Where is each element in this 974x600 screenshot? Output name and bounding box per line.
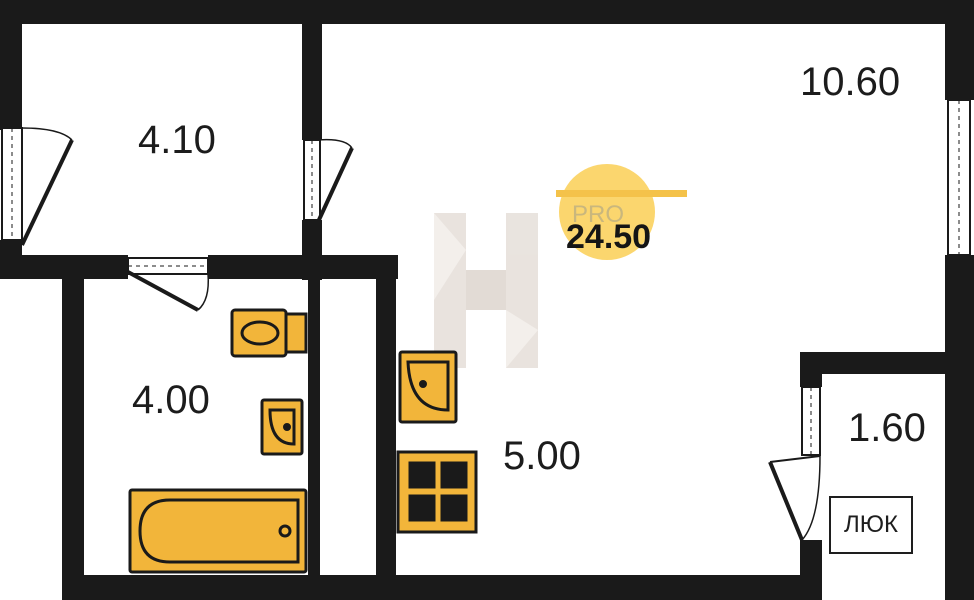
bathtub-icon: [128, 488, 308, 574]
door-icon: [1, 127, 821, 541]
total-area-badge: [559, 164, 655, 260]
toilet-icon: [230, 308, 308, 358]
sink-icon: [398, 350, 458, 424]
hatch-label: ЛЮК: [829, 496, 913, 554]
hall-area-label: 4.10: [138, 118, 216, 162]
total-area-badge-bar: [556, 190, 687, 197]
bathroom-area-label: 4.00: [132, 378, 210, 422]
main-room-area-label: 10.60: [800, 60, 901, 104]
total-area-badge-label: PRO: [572, 201, 625, 228]
window-icon: [947, 99, 971, 256]
storage-area-label: 1.60: [848, 406, 926, 450]
total-area-label: 24.50: [566, 218, 652, 256]
logo-icon: [434, 213, 538, 368]
kitchen-area-label: 5.00: [503, 434, 581, 478]
stove-icon: [396, 450, 478, 534]
sink-icon: [260, 398, 304, 456]
